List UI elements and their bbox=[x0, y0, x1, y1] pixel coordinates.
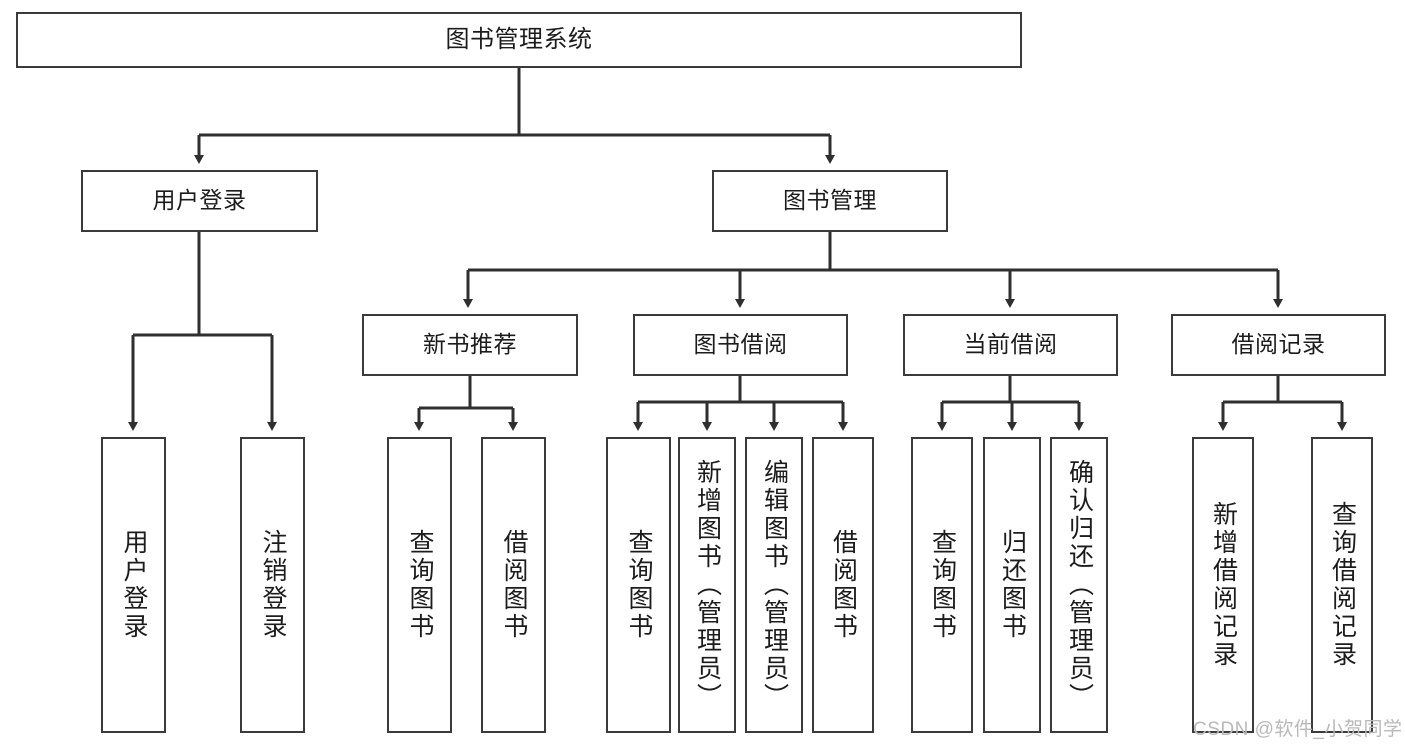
node-leaf-add-borrow-record[interactable]: 新增借阅记录 bbox=[1192, 437, 1254, 733]
node-new-book-recommend[interactable]: 新书推荐 bbox=[362, 314, 578, 376]
node-user-login-label: 用户登录 bbox=[152, 187, 247, 214]
node-leaf-borrow-book-1-label: 借阅图书 bbox=[500, 529, 528, 641]
node-leaf-logout-login[interactable]: 注销登录 bbox=[240, 437, 305, 733]
node-leaf-query-borrow-record-label: 查询借阅记录 bbox=[1328, 501, 1357, 669]
node-book-borrow-label: 图书借阅 bbox=[693, 331, 788, 358]
node-leaf-add-book-admin[interactable]: 新增图书（管理员） bbox=[678, 437, 736, 733]
node-leaf-query-book-1-label: 查询图书 bbox=[406, 529, 434, 641]
node-leaf-query-borrow-record[interactable]: 查询借阅记录 bbox=[1311, 437, 1373, 733]
node-leaf-add-borrow-record-label: 新增借阅记录 bbox=[1209, 501, 1238, 669]
node-leaf-borrow-book-2-label: 借阅图书 bbox=[829, 529, 858, 641]
node-leaf-borrow-book-1[interactable]: 借阅图书 bbox=[481, 437, 546, 733]
node-leaf-query-book-3-label: 查询图书 bbox=[928, 529, 957, 641]
node-root-label: 图书管理系统 bbox=[445, 25, 593, 53]
node-current-borrow-label: 当前借阅 bbox=[963, 331, 1058, 358]
watermark-text: CSDN @软件_小贺同学 bbox=[1193, 719, 1403, 740]
node-leaf-confirm-return-admin-label: 确认归还（管理员） bbox=[1065, 459, 1094, 711]
node-leaf-logout-login-label: 注销登录 bbox=[259, 529, 287, 641]
node-user-login[interactable]: 用户登录 bbox=[81, 170, 318, 232]
node-leaf-edit-book-admin[interactable]: 编辑图书（管理员） bbox=[745, 437, 803, 733]
node-leaf-user-login-label: 用户登录 bbox=[120, 529, 148, 641]
node-leaf-borrow-book-2[interactable]: 借阅图书 bbox=[812, 437, 874, 733]
node-leaf-query-book-1[interactable]: 查询图书 bbox=[387, 437, 452, 733]
node-leaf-user-login[interactable]: 用户登录 bbox=[101, 437, 166, 733]
node-current-borrow[interactable]: 当前借阅 bbox=[903, 314, 1118, 376]
node-leaf-edit-book-admin-label: 编辑图书（管理员） bbox=[760, 459, 789, 711]
node-book-manage[interactable]: 图书管理 bbox=[712, 170, 948, 232]
node-root[interactable]: 图书管理系统 bbox=[16, 12, 1022, 68]
node-new-book-recommend-label: 新书推荐 bbox=[423, 331, 517, 358]
node-leaf-query-book-2-label: 查询图书 bbox=[625, 529, 653, 641]
node-book-manage-label: 图书管理 bbox=[783, 187, 877, 214]
node-leaf-return-book[interactable]: 归还图书 bbox=[983, 437, 1041, 733]
node-borrow-record[interactable]: 借阅记录 bbox=[1171, 314, 1386, 376]
node-leaf-query-book-2[interactable]: 查询图书 bbox=[606, 437, 671, 733]
node-leaf-return-book-label: 归还图书 bbox=[998, 529, 1027, 641]
node-leaf-query-book-3[interactable]: 查询图书 bbox=[911, 437, 973, 733]
node-leaf-add-book-admin-label: 新增图书（管理员） bbox=[693, 459, 722, 711]
node-borrow-record-label: 借阅记录 bbox=[1231, 331, 1326, 358]
node-book-borrow[interactable]: 图书借阅 bbox=[633, 314, 848, 376]
node-leaf-confirm-return-admin[interactable]: 确认归还（管理员） bbox=[1050, 437, 1108, 733]
